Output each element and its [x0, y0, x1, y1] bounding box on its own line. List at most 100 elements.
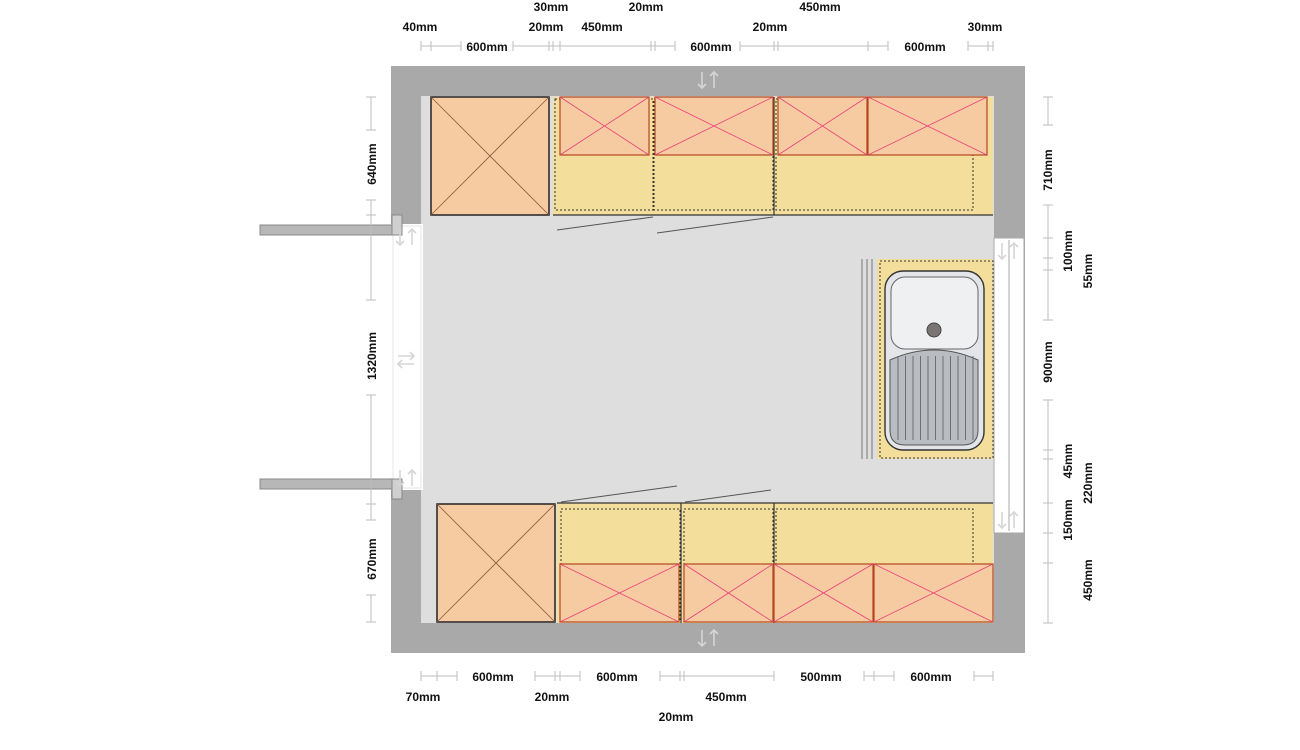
right-dim-line-4: [1043, 257, 1053, 271]
right-dim-inner-1: 710mm: [1041, 149, 1055, 190]
left-dim-line-6: [366, 594, 376, 623]
top-dim-line-9: [739, 41, 775, 51]
right-dim-outer-3: 450mm: [1081, 559, 1095, 600]
right-dim-line-11: [1043, 562, 1053, 624]
top-dim-line-7: [650, 41, 656, 51]
bottom-dim-r1-2: 600mm: [596, 670, 637, 684]
right-window-bottom-swap-arrows-icon: [997, 510, 1019, 530]
left-door-opening-inner: [392, 225, 422, 489]
bottom-dim-line-8: [683, 671, 775, 681]
bottom-dim-line-9: [863, 671, 875, 681]
bottom-door-swing-2: [684, 489, 772, 503]
top-dim-line-6: [559, 41, 652, 51]
bottom-dim-line-2: [436, 671, 458, 681]
bottom-dim-r2-3: 450mm: [705, 690, 746, 704]
lower-door-leaf[interactable]: [259, 478, 393, 490]
top-dim-line-13: [967, 41, 989, 51]
bottom-dim-r1-4: 600mm: [910, 670, 951, 684]
right-dim-line-6: [1043, 399, 1053, 451]
top-dim-r1-2: 20mm: [629, 0, 664, 14]
right-dim-line-9: [1043, 502, 1053, 534]
top-wall-cabinet-1[interactable]: [559, 96, 650, 156]
sink-door-lines: [861, 259, 873, 459]
top-wall-swap-arrows-icon: [697, 70, 719, 90]
right-dim-outer-2: 220mm: [1081, 462, 1095, 503]
bottom-dim-line-11: [973, 671, 994, 681]
top-left-appliance[interactable]: [430, 96, 550, 216]
top-door-swing-1: [556, 216, 654, 231]
right-dim-line-7: [1043, 449, 1053, 460]
top-dim-line-2: [430, 41, 462, 51]
top-dim-line-11: [777, 41, 869, 51]
top-dim-line-10: [773, 41, 779, 51]
bottom-wall-cabinet-3[interactable]: [773, 563, 874, 623]
left-dim-3: 670mm: [365, 538, 379, 579]
bottom-wall-cabinet-4[interactable]: [873, 563, 994, 623]
bottom-dim-r3-1: 20mm: [659, 710, 694, 724]
right-dim-line-8: [1043, 458, 1053, 504]
left-door-bottom-swap-arrows-icon: [395, 468, 417, 488]
top-dim-r3-2: 600mm: [690, 40, 731, 54]
bottom-dim-line-10: [873, 671, 895, 681]
bottom-left-appliance[interactable]: [436, 503, 556, 623]
right-dim-line-10: [1043, 532, 1053, 564]
left-door-top-swap-arrows-icon: [395, 227, 417, 247]
top-dim-r2-2: 20mm: [529, 20, 564, 34]
top-door-swing-2: [656, 216, 774, 234]
left-dim-line-1: [366, 96, 376, 131]
top-dim-line-12: [867, 41, 889, 51]
bottom-dim-line-1: [420, 671, 438, 681]
bottom-wall-swap-arrows-icon: [697, 628, 719, 648]
top-dim-r2-4: 20mm: [753, 20, 788, 34]
right-dim-inner-3: 900mm: [1041, 341, 1055, 382]
top-dim-line-4: [548, 41, 554, 51]
bottom-wall-cabinet-1[interactable]: [559, 563, 680, 623]
bottom-dim-r1-3: 500mm: [800, 670, 841, 684]
top-dim-r3-1: 600mm: [466, 40, 507, 54]
upper-door-leaf[interactable]: [259, 224, 393, 236]
bottom-dim-r2-2: 20mm: [535, 690, 570, 704]
bottom-wall-cabinet-2[interactable]: [683, 563, 774, 623]
sink-drain: [926, 322, 942, 338]
right-dim-outer-1: 55mm: [1081, 254, 1095, 289]
top-dim-line-1: [420, 41, 432, 51]
right-dim-line-3: [1043, 237, 1053, 259]
bottom-dim-line-7: [679, 671, 685, 681]
top-dim-line-14: [987, 41, 994, 51]
top-dim-r3-3: 600mm: [904, 40, 945, 54]
bottom-dim-r2-1: 70mm: [406, 690, 441, 704]
left-dim-1: 640mm: [365, 143, 379, 184]
left-dim-line-5: [366, 503, 376, 521]
left-dim-line-3: [366, 214, 376, 301]
sink-icon[interactable]: [884, 270, 985, 451]
bottom-dim-line-3: [534, 671, 556, 681]
bottom-dim-line-5: [559, 671, 581, 681]
top-wall-cabinet-4[interactable]: [867, 96, 988, 156]
right-dim-line-5: [1043, 269, 1053, 321]
left-dim-2: 1320mm: [365, 332, 379, 380]
sink-base-cabinet-outline: [879, 260, 994, 459]
top-dim-line-8: [654, 41, 676, 51]
top-dim-line-5: [552, 41, 561, 51]
top-wall-cabinet-3[interactable]: [777, 96, 868, 156]
top-dim-line-3: [512, 41, 550, 51]
bottom-dim-r1-1: 600mm: [472, 670, 513, 684]
left-dim-line-2: [366, 199, 376, 216]
right-dim-line-2: [1043, 204, 1053, 239]
top-dim-r2-5: 30mm: [968, 20, 1003, 34]
right-dim-inner-2: 100mm: [1061, 230, 1075, 271]
top-wall-cabinet-2[interactable]: [654, 96, 774, 156]
right-dim-inner-4: 45mm: [1061, 444, 1075, 479]
top-dim-r1-1: 30mm: [534, 0, 569, 14]
lower-door-jamb: [391, 478, 403, 500]
bottom-door-swing-1: [560, 485, 678, 503]
left-door-middle-swap-arrows-icon: [396, 351, 416, 369]
top-dim-r1-3: 450mm: [799, 0, 840, 14]
upper-door-jamb: [391, 214, 403, 236]
top-base-cabinet-outline-2: [653, 98, 774, 211]
top-dim-r2-3: 450mm: [581, 20, 622, 34]
right-window-top-swap-arrows-icon: [997, 241, 1019, 261]
right-dim-inner-5: 150mm: [1061, 499, 1075, 540]
right-dim-line-1: [1043, 96, 1053, 126]
